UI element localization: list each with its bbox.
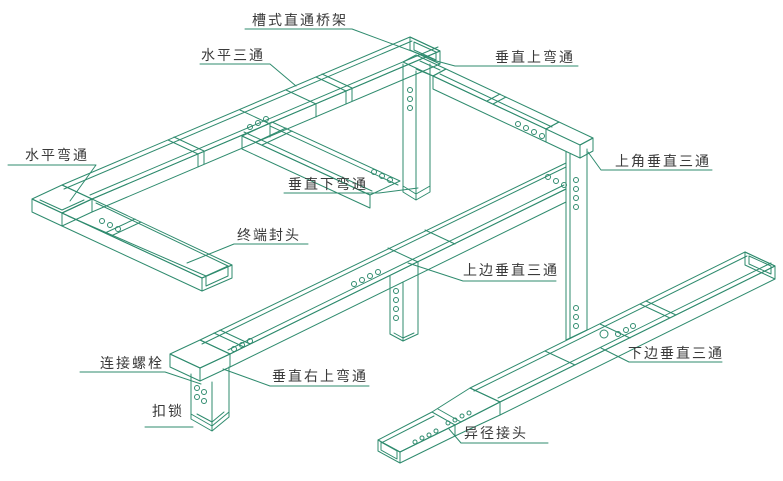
straight-run <box>61 36 441 213</box>
label-vertical-right-up-elbow: 垂直右上弯通 <box>272 368 368 384</box>
label-vertical-up-elbow: 垂直上弯通 <box>495 49 575 65</box>
label-horizontal-elbow: 水平弯通 <box>25 147 89 163</box>
cable-tray-drawing <box>7 28 776 464</box>
upper-corner-tee-block <box>545 121 594 159</box>
leader-terminal-end-cap <box>186 243 309 264</box>
label-reducer-joint: 异径接头 <box>464 425 528 441</box>
label-upper-corner-vertical-tee: 上角垂直三通 <box>615 153 711 169</box>
leader-right-up-elbow <box>222 368 370 387</box>
label-upper-edge-vertical-tee: 上边垂直三通 <box>463 262 559 278</box>
leader-lines <box>7 28 723 444</box>
reducer-section <box>377 387 501 464</box>
riser-outlet-rail <box>432 68 560 143</box>
label-straight-tray: 槽式直通桥架 <box>252 12 348 28</box>
label-terminal-end-cap: 终端封头 <box>237 227 301 243</box>
leader-vertical-down-elbow <box>283 187 419 194</box>
label-connecting-bolt: 连接螺栓 <box>100 355 164 371</box>
labels: 槽式直通桥架 水平三通 垂直上弯通 水平弯通 垂直下弯通 上角垂直三通 终端封头… <box>25 12 724 441</box>
label-lower-edge-vertical-tee: 下边垂直三通 <box>628 345 724 361</box>
bottom-right-rail <box>469 251 776 416</box>
tee-branch <box>241 121 401 209</box>
leader-horizontal-tee <box>199 63 297 87</box>
label-buckle-lock: 扣锁 <box>152 403 184 419</box>
terminal-end-rail <box>61 198 233 292</box>
leader-straight-tray <box>244 28 434 60</box>
leader-upper-edge-tee <box>407 262 557 282</box>
leader-vertical-up-elbow <box>428 58 579 67</box>
leader-upper-corner-tee <box>587 151 713 171</box>
leader-reducer-joint <box>448 428 549 444</box>
hanging-tee-column <box>389 261 419 342</box>
label-horizontal-tee: 水平三通 <box>201 47 265 63</box>
leader-lower-edge-tee <box>600 347 723 363</box>
label-vertical-down-elbow: 垂直下弯通 <box>288 176 368 192</box>
leader-connecting-bolt <box>79 371 202 385</box>
leader-horizontal-elbow <box>7 164 97 202</box>
right-vertical-column <box>565 148 588 341</box>
